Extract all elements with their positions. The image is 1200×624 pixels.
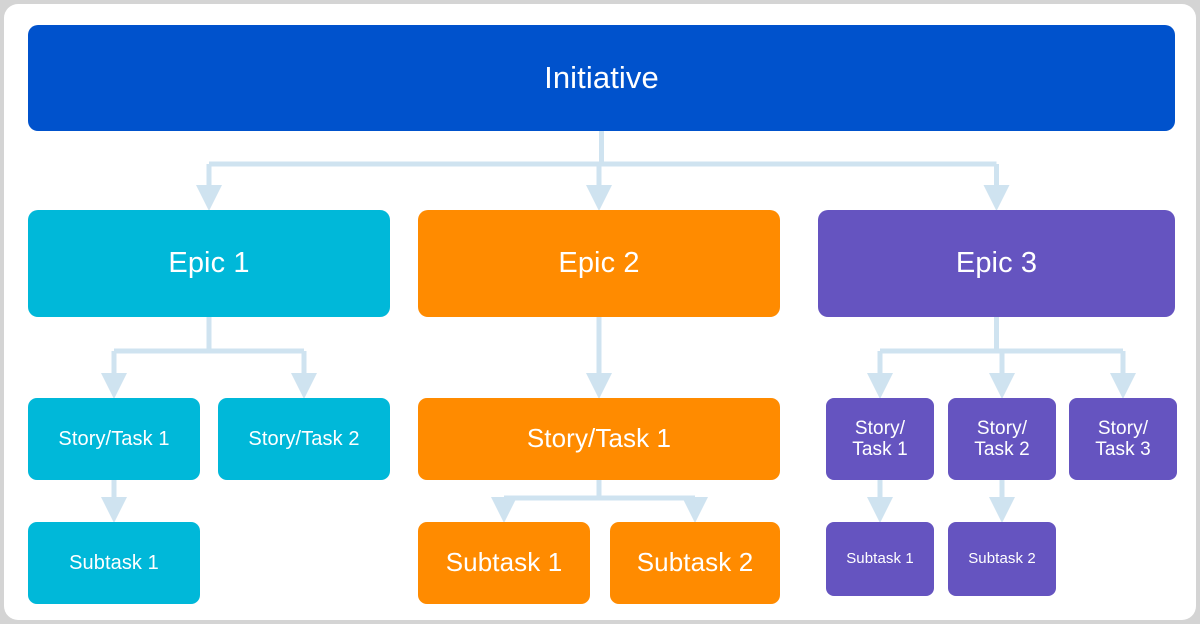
- node-epic2-subtask-2[interactable]: Subtask 2: [610, 522, 780, 604]
- node-epic3-story-task-2[interactable]: Story/ Task 2: [948, 398, 1056, 480]
- node-epic-2[interactable]: Epic 2: [418, 210, 780, 317]
- node-epic2-subtask-1[interactable]: Subtask 1: [418, 522, 590, 604]
- node-epic-1[interactable]: Epic 1: [28, 210, 390, 317]
- node-epic1-story-task-2[interactable]: Story/Task 2: [218, 398, 390, 480]
- node-epic-3[interactable]: Epic 3: [818, 210, 1175, 317]
- diagram-canvas: Initiative Epic 1 Epic 2 Epic 3 Story/Ta…: [4, 4, 1196, 620]
- node-epic1-subtask-1[interactable]: Subtask 1: [28, 522, 200, 604]
- node-epic1-story-task-1[interactable]: Story/Task 1: [28, 398, 200, 480]
- node-epic3-story-task-3[interactable]: Story/ Task 3: [1069, 398, 1177, 480]
- node-epic3-story-task-1[interactable]: Story/ Task 1: [826, 398, 934, 480]
- node-epic2-story-task-1[interactable]: Story/Task 1: [418, 398, 780, 480]
- node-epic3-subtask-2[interactable]: Subtask 2: [948, 522, 1056, 596]
- node-initiative[interactable]: Initiative: [28, 25, 1175, 131]
- node-epic3-subtask-1[interactable]: Subtask 1: [826, 522, 934, 596]
- diagram-card: Initiative Epic 1 Epic 2 Epic 3 Story/Ta…: [4, 4, 1196, 620]
